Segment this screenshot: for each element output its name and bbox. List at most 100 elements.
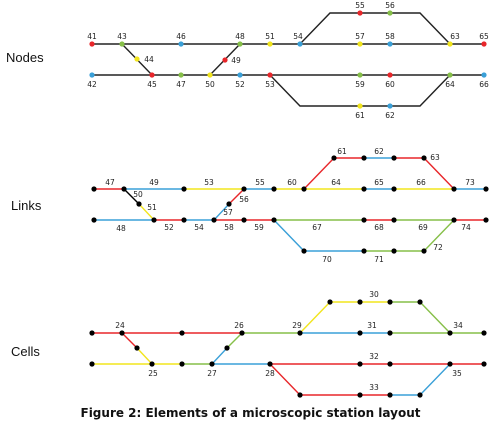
node-label-65: 65 <box>479 32 489 41</box>
link-junction-20 <box>361 217 367 223</box>
link-junction-4 <box>271 186 277 192</box>
link-label-55: 55 <box>255 178 265 187</box>
link-label-56: 56 <box>239 195 249 204</box>
link-label-57: 57 <box>223 208 233 217</box>
cell-junction-7 <box>447 330 453 336</box>
cell-junction-24 <box>387 392 393 398</box>
node-59 <box>357 72 363 78</box>
link-label-52: 52 <box>164 223 174 232</box>
cell-label-34: 34 <box>453 321 463 330</box>
node-label-58: 58 <box>385 32 395 41</box>
node-label-41: 41 <box>87 32 97 41</box>
link-junction-6 <box>361 186 367 192</box>
link-junction-15 <box>151 217 157 223</box>
link-junction-25 <box>361 248 367 254</box>
node-53 <box>267 72 273 78</box>
links-section-label: Links <box>11 198 42 213</box>
cell-label-35: 35 <box>452 369 462 378</box>
link-label-54: 54 <box>194 223 204 232</box>
node-64 <box>447 72 453 78</box>
link-junction-21 <box>391 217 397 223</box>
cell-junction-18 <box>357 361 363 367</box>
cell-label-25: 25 <box>148 369 158 378</box>
node-label-42: 42 <box>87 80 97 89</box>
track-lines <box>92 12 486 396</box>
cell-label-26: 26 <box>234 321 244 330</box>
link-label-74: 74 <box>461 223 471 232</box>
link-junction-12 <box>391 155 397 161</box>
link-label-58: 58 <box>224 223 234 232</box>
node-label-47: 47 <box>176 80 186 89</box>
link-label-68: 68 <box>374 223 384 232</box>
cell-junction-11 <box>387 299 393 305</box>
link-label-69: 69 <box>418 223 428 232</box>
node-label-54: 54 <box>293 32 303 41</box>
link-junction-22 <box>451 217 457 223</box>
cell-junction-14 <box>149 361 155 367</box>
cell-25a-line <box>136 347 153 365</box>
cell-junction-10 <box>357 299 363 305</box>
node-55 <box>357 10 363 16</box>
link-label-67: 67 <box>312 223 322 232</box>
node-label-66: 66 <box>479 80 489 89</box>
link-label-64: 64 <box>331 178 341 187</box>
cell-26-crossover-line <box>226 332 243 349</box>
cell-junction-0 <box>89 330 95 336</box>
cell-junction-26 <box>134 345 140 351</box>
node-50 <box>207 72 213 78</box>
cell-label-31: 31 <box>367 321 377 330</box>
cell-label-33: 33 <box>369 383 379 392</box>
cell-junction-4 <box>297 330 303 336</box>
node-label-61: 61 <box>355 111 365 120</box>
node-label-50: 50 <box>205 80 215 89</box>
cell-junction-12 <box>417 299 423 305</box>
link-junction-5 <box>301 186 307 192</box>
node-label-48: 48 <box>235 32 245 41</box>
node-label-64: 64 <box>445 80 455 89</box>
link-label-66: 66 <box>416 178 426 187</box>
cell-junction-2 <box>179 330 185 336</box>
node-label-59: 59 <box>355 80 365 89</box>
node-label-51: 51 <box>265 32 275 41</box>
link-label-63: 63 <box>430 153 440 162</box>
link-72-line <box>423 219 455 252</box>
node-54 <box>297 41 303 47</box>
link-56-line <box>228 188 245 205</box>
node-label-57: 57 <box>355 32 365 41</box>
nodes-upper-loop-track <box>299 12 451 45</box>
node-66 <box>481 72 487 78</box>
cell-label-28: 28 <box>265 369 275 378</box>
link-junction-2 <box>181 186 187 192</box>
link-label-48: 48 <box>116 224 126 233</box>
cell-35-line <box>390 363 451 396</box>
node-label-46: 46 <box>176 32 186 41</box>
link-junction-1 <box>121 186 127 192</box>
link-label-62: 62 <box>374 147 384 156</box>
link-junction-11 <box>361 155 367 161</box>
cell-junction-15 <box>179 361 185 367</box>
link-label-47: 47 <box>105 178 115 187</box>
figure-caption: Figure 2: Elements of a microscopic stat… <box>80 406 421 420</box>
node-41 <box>89 41 95 47</box>
nodes-section-label: Nodes <box>6 50 44 65</box>
link-label-72: 72 <box>433 243 443 252</box>
link-junction-10 <box>331 155 337 161</box>
link-57-line <box>213 203 230 221</box>
node-42 <box>89 72 95 78</box>
link-label-51: 51 <box>147 203 157 212</box>
node-44 <box>134 56 140 62</box>
link-junction-0 <box>91 186 97 192</box>
cell-28-line <box>269 363 301 396</box>
link-label-65: 65 <box>374 178 384 187</box>
cell-junction-21 <box>481 361 487 367</box>
link-label-73: 73 <box>465 178 475 187</box>
node-46 <box>178 41 184 47</box>
node-52 <box>237 72 243 78</box>
node-43 <box>119 41 125 47</box>
link-junction-18 <box>241 217 247 223</box>
node-label-60: 60 <box>385 80 395 89</box>
node-label-52: 52 <box>235 80 245 89</box>
node-label-55: 55 <box>355 1 365 10</box>
